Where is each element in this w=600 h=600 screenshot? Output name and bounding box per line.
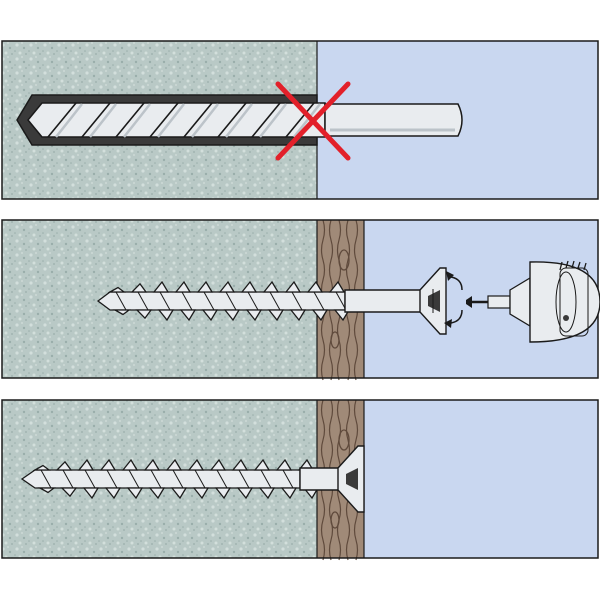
- screw-thread: [209, 458, 227, 471]
- panel-no-drill: [1, 40, 599, 200]
- screw-thread: [174, 280, 192, 293]
- screw-thread: [77, 458, 95, 471]
- screw-thread: [253, 458, 271, 471]
- screw-thread: [267, 309, 285, 322]
- wood-knot: [330, 331, 340, 349]
- screw-thread: [262, 280, 280, 293]
- panel-frame: [1, 399, 599, 559]
- panel-screw-installed: [1, 399, 599, 561]
- screw-thread: [240, 280, 258, 293]
- screw-thread: [311, 309, 329, 322]
- screw-core: [20, 469, 301, 489]
- screwdriver-chuck-icon: [466, 260, 600, 343]
- screw-thread: [165, 458, 183, 471]
- screw-thread: [328, 280, 346, 293]
- screw-shank: [344, 289, 423, 313]
- wood-knot: [338, 429, 350, 451]
- screw-thread: [236, 487, 254, 500]
- screw-thread: [258, 487, 276, 500]
- screw-thread: [148, 487, 166, 500]
- screw-thread: [196, 280, 214, 293]
- screw-thread: [130, 282, 148, 293]
- panel-frame: [1, 40, 599, 200]
- drill-bit: [27, 102, 463, 138]
- screw-thread: [192, 487, 210, 500]
- wood-knot: [330, 511, 340, 529]
- wood-knot: [338, 249, 350, 271]
- screw-thread: [60, 487, 78, 498]
- screw-thread: [152, 280, 170, 293]
- screw-thread: [135, 309, 153, 320]
- screw-thread: [275, 458, 293, 471]
- screw: [20, 445, 365, 513]
- screw-thread: [126, 487, 144, 500]
- screw-thread: [55, 460, 73, 471]
- screw-thread: [218, 280, 236, 293]
- screw-thread: [32, 464, 51, 471]
- drill-shank: [324, 103, 463, 137]
- screw-thread: [280, 487, 298, 500]
- screw-thread: [214, 487, 232, 500]
- screw-thread: [107, 286, 126, 293]
- screw-thread: [104, 487, 122, 500]
- screw: [96, 267, 447, 335]
- screw-thread: [37, 487, 56, 494]
- screw-thread: [82, 487, 100, 500]
- screw-thread: [121, 458, 139, 471]
- screw-thread: [245, 309, 263, 322]
- screw-thread: [179, 309, 197, 322]
- screw-thread: [284, 280, 302, 293]
- rotation-arrow-icon: [444, 271, 463, 328]
- screw-thread: [201, 309, 219, 322]
- screw-thread: [306, 280, 324, 293]
- screw-thread: [157, 309, 175, 322]
- screw-thread: [112, 309, 131, 316]
- screw-thread: [170, 487, 188, 500]
- screw-thread: [289, 309, 307, 322]
- screw-thread: [99, 458, 117, 471]
- screw-thread: [231, 458, 249, 471]
- screw-thread: [187, 458, 205, 471]
- screw-thread: [143, 458, 161, 471]
- screw-shank: [299, 467, 341, 491]
- screw-core: [96, 291, 346, 311]
- panel-drive-screw: [1, 219, 600, 381]
- air-space: [364, 400, 598, 558]
- screw-thread: [223, 309, 241, 322]
- red-cross-icon: [275, 81, 351, 161]
